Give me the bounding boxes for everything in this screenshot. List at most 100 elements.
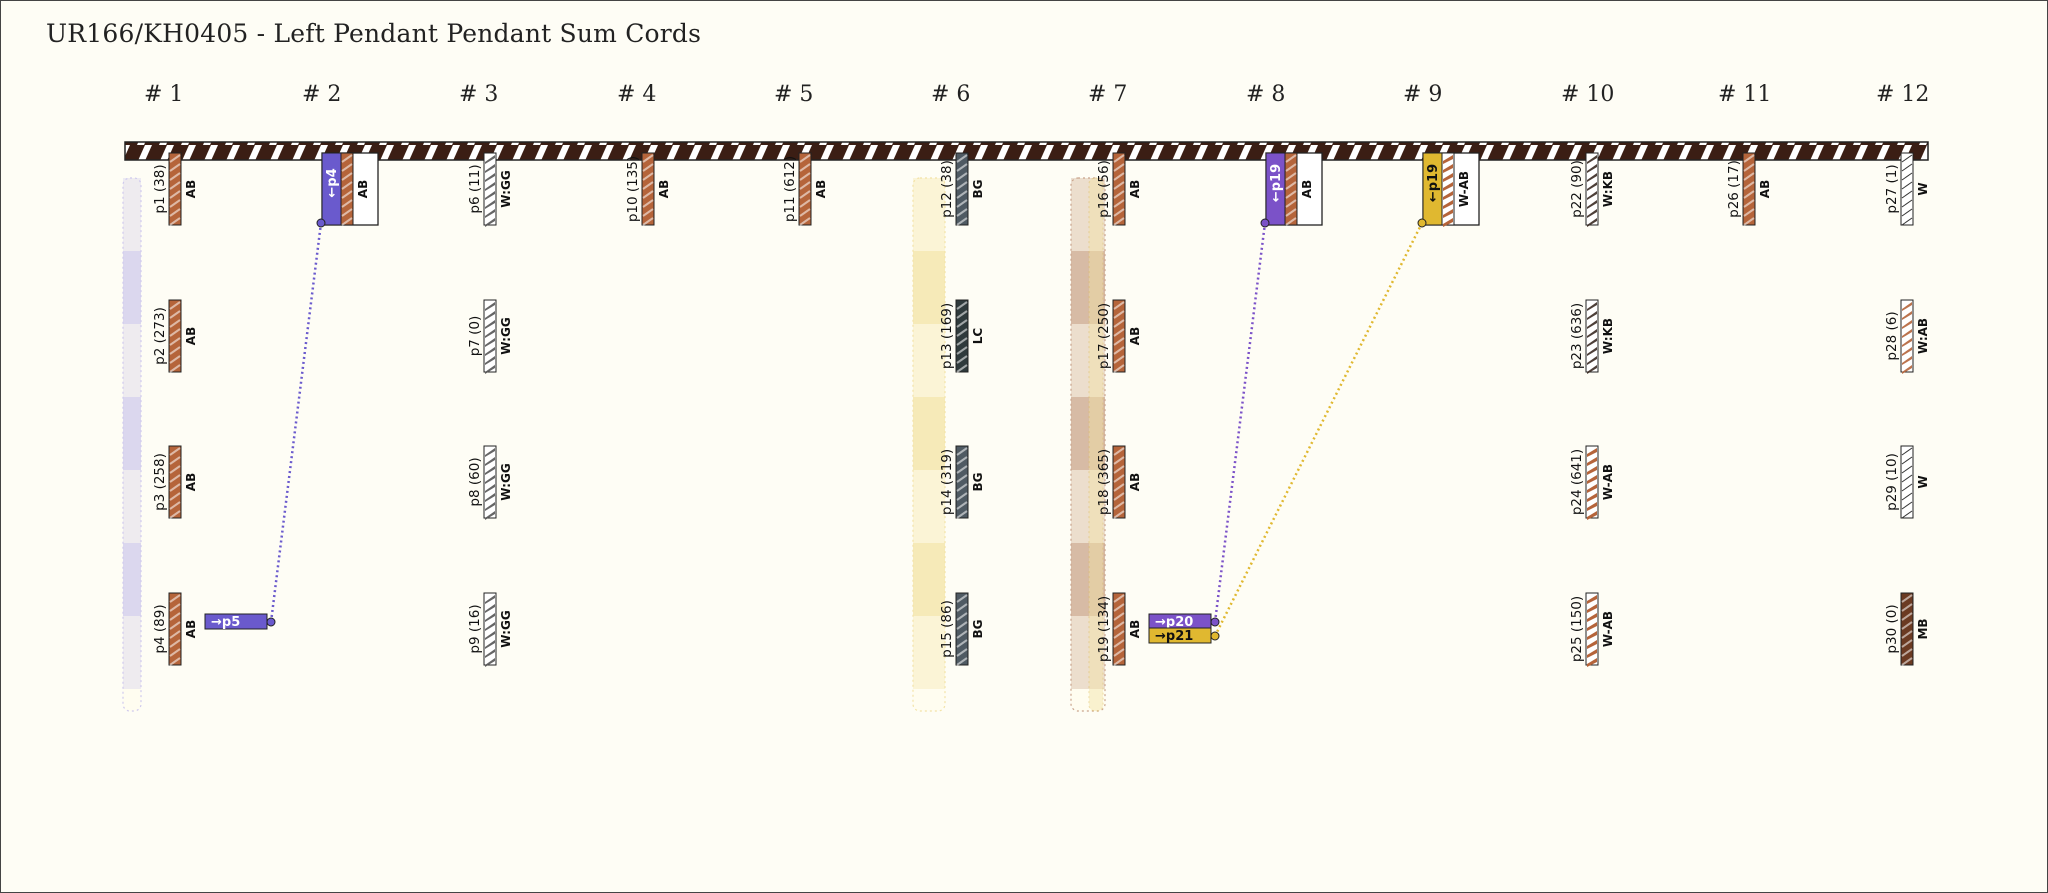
cord-label: p26 (17) bbox=[1726, 160, 1742, 218]
cord-p25[interactable]: p25 (150) W-AB bbox=[1569, 592, 1615, 667]
cord-p2[interactable]: p2 (273) AB bbox=[152, 299, 198, 373]
cord-label: p1 (38) bbox=[152, 164, 168, 213]
sum-link-p19-p21 bbox=[1213, 222, 1424, 637]
cord-p17[interactable]: p17 (250) AB bbox=[1096, 299, 1142, 373]
cord-color-label: AB bbox=[184, 620, 198, 638]
cord-color-label: W bbox=[1916, 475, 1930, 488]
cord-label: p2 (273) bbox=[152, 307, 168, 365]
cord-color-label: W-AB bbox=[1457, 171, 1471, 207]
group-label-4: # 4 bbox=[617, 82, 656, 107]
cord-p4[interactable]: p4 (89) AB bbox=[152, 592, 198, 666]
cord-color-label: AB bbox=[1128, 327, 1142, 345]
cord-color-label: BG bbox=[971, 180, 985, 199]
cord-label: p9 (16) bbox=[467, 604, 483, 653]
cord-p16[interactable]: p16 (56)AB bbox=[1096, 152, 1142, 226]
cord-color-label: W:KB bbox=[1601, 171, 1615, 207]
cord-color-label: AB bbox=[814, 180, 828, 198]
cord-p6[interactable]: p6 (11) W:GG bbox=[467, 152, 513, 227]
cord-label: p10 (135) bbox=[625, 156, 641, 222]
cord-color-label: MB bbox=[1916, 618, 1930, 639]
group-band-6 bbox=[912, 177, 946, 712]
cord-p10[interactable]: p10 (135) AB bbox=[625, 152, 671, 226]
svg-text:→p21: →p21 bbox=[1155, 629, 1193, 644]
group-band-7a bbox=[1070, 177, 1106, 712]
cord-p13[interactable]: p13 (169)LC bbox=[939, 299, 985, 373]
cord-p29[interactable]: p29 (10)W bbox=[1884, 445, 1930, 519]
cord-color-label: BG bbox=[971, 473, 985, 492]
cord-color-label: AB bbox=[1128, 180, 1142, 198]
cord-label: p6 (11) bbox=[467, 164, 483, 213]
cord-p14[interactable]: p14 (319) BG bbox=[939, 445, 985, 519]
cord-p3[interactable]: p3 (258) AB bbox=[152, 445, 198, 519]
cord-p19[interactable]: p19 (134)AB bbox=[1096, 592, 1142, 666]
cord-color-label: W-AB bbox=[1601, 611, 1615, 647]
cord-label: p14 (319) bbox=[939, 449, 955, 515]
cord-p1[interactable]: p1 (38) AB bbox=[152, 152, 198, 226]
cord-color-label: W:GG bbox=[499, 170, 513, 207]
cord-color-label: AB bbox=[184, 327, 198, 345]
group-band-7b bbox=[1088, 177, 1104, 712]
group-label-1: # 1 bbox=[144, 82, 183, 107]
cord-label: p11 (612) bbox=[782, 156, 798, 222]
sum-tag-4[interactable]: →p20 bbox=[1148, 613, 1220, 630]
cord-color-label: AB bbox=[356, 180, 370, 198]
sum-tag-5[interactable]: →p21 bbox=[1148, 627, 1220, 644]
cord-p26[interactable]: p26 (17) AB bbox=[1726, 152, 1772, 226]
group-label-6: # 6 bbox=[931, 82, 970, 107]
sum-tag-1[interactable]: ←p19 bbox=[1260, 152, 1286, 228]
cord-color-label: AB bbox=[184, 473, 198, 491]
sum-link-p4-p5 bbox=[269, 222, 323, 623]
cord-color-label: LC bbox=[971, 328, 985, 345]
cord-label: p24 (641) bbox=[1569, 449, 1585, 515]
group-label-8: # 8 bbox=[1246, 82, 1285, 107]
cord-p22[interactable]: p22 (90) W:KB bbox=[1569, 152, 1615, 227]
cord-p11[interactable]: p11 (612) AB bbox=[782, 152, 828, 226]
cord-p23[interactable]: p23 (636) W:KB bbox=[1569, 299, 1615, 374]
cord-label: p12 (38) bbox=[939, 160, 955, 218]
cord-label: p17 (250) bbox=[1096, 303, 1112, 369]
cord-label: p15 (86) bbox=[939, 600, 955, 658]
sum-tag-0[interactable]: ←p4 bbox=[316, 152, 342, 228]
cord-p18[interactable]: p18 (365) AB bbox=[1096, 445, 1142, 519]
svg-text:←p19: ←p19 bbox=[1426, 164, 1441, 202]
cord-label: p30 (0) bbox=[1884, 604, 1900, 653]
sum-tag-3[interactable]: →p5 bbox=[204, 613, 276, 630]
cord-label: p22 (90) bbox=[1569, 160, 1585, 218]
group-label-9: # 9 bbox=[1403, 82, 1442, 107]
cord-color-label: AB bbox=[657, 180, 671, 198]
cord-label: p8 (60) bbox=[467, 457, 483, 506]
cord-color-label: AB bbox=[1300, 180, 1314, 198]
cord-p12[interactable]: p12 (38) BG bbox=[939, 152, 985, 226]
cord-color-label: AB bbox=[184, 180, 198, 198]
group-label-3: # 3 bbox=[459, 82, 498, 107]
cord-color-label: W:GG bbox=[499, 610, 513, 647]
cord-label: p19 (134) bbox=[1096, 596, 1112, 662]
cord-label: p3 (258) bbox=[152, 453, 168, 511]
cord-p8[interactable]: p8 (60) W:GG bbox=[467, 445, 513, 520]
cord-color-label: BG bbox=[971, 620, 985, 639]
cord-p9[interactable]: p9 (16) W:GG bbox=[467, 592, 513, 667]
cord-label: p4 (89) bbox=[152, 604, 168, 653]
cord-color-label: AB bbox=[1128, 473, 1142, 491]
cord-label: p18 (365) bbox=[1096, 449, 1112, 515]
cord-p15[interactable]: p15 (86) BG bbox=[939, 592, 985, 666]
svg-text:←p19: ←p19 bbox=[1269, 164, 1284, 202]
cord-p28[interactable]: p28 (6)W:AB bbox=[1884, 299, 1930, 374]
cord-label: p25 (150) bbox=[1569, 596, 1585, 662]
group-label-5: # 5 bbox=[774, 82, 813, 107]
sum-tag-2[interactable]: ←p19 bbox=[1417, 152, 1443, 228]
cord-p27[interactable]: p27 (1)W bbox=[1884, 152, 1930, 226]
cord-color-label: W:KB bbox=[1601, 318, 1615, 354]
cord-color-label: W-AB bbox=[1601, 464, 1615, 500]
svg-text:←p4: ←p4 bbox=[325, 168, 340, 197]
cord-color-label: W:GG bbox=[499, 317, 513, 354]
svg-text:→p5: →p5 bbox=[211, 615, 240, 630]
cord-p30[interactable]: p30 (0) MB bbox=[1884, 592, 1930, 666]
cord-color-label: W:GG bbox=[499, 463, 513, 500]
cord-color-label: AB bbox=[1758, 180, 1772, 198]
cord-p7[interactable]: p7 (0)W:GG bbox=[467, 299, 513, 374]
cord-label: p23 (636) bbox=[1569, 303, 1585, 369]
sum-link-p19-p20 bbox=[1213, 222, 1267, 623]
cord-p24[interactable]: p24 (641) W-AB bbox=[1569, 445, 1615, 520]
